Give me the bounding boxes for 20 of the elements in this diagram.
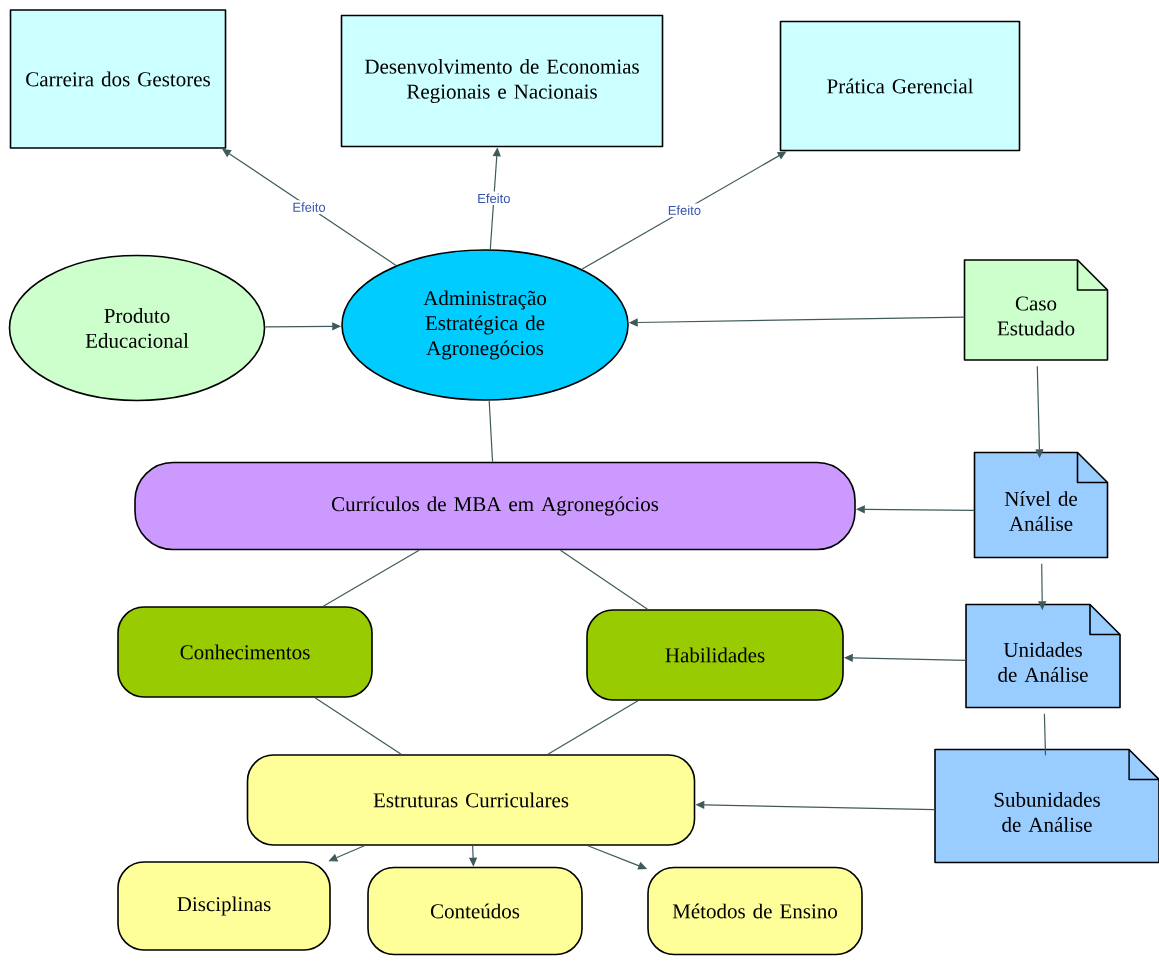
rounded-box: Habilidades: [586, 609, 844, 701]
rounded-box: Conhecimentos: [117, 606, 373, 698]
concept-box: Desenvolvimento de Economias Regionais e Nacionais: [340, 14, 664, 148]
connector-line: [559, 549, 649, 610]
connector-line: [314, 697, 402, 755]
connector-line: [1043, 713, 1047, 756]
edge-label: Efeito: [475, 191, 513, 206]
connector-line: [488, 400, 494, 463]
rounded-box: Estruturas Curriculares: [246, 754, 696, 846]
concept-banner: Currículos de MBA em Agronegócios: [134, 461, 856, 551]
concept-box: Prática Gerencial: [779, 20, 1021, 152]
rounded-box: Disciplinas: [117, 861, 331, 951]
concept-box: Carreira dos Gestores: [9, 9, 227, 149]
connector-line: [547, 700, 639, 755]
edge-label: Efeito: [665, 203, 704, 217]
arrow: [581, 151, 787, 270]
rounded-box: Métodos de Ensino: [647, 866, 863, 956]
rounded-box: Conteúdos: [367, 866, 583, 956]
connector-line: [322, 549, 420, 607]
edge-label: Efeito: [290, 200, 328, 214]
